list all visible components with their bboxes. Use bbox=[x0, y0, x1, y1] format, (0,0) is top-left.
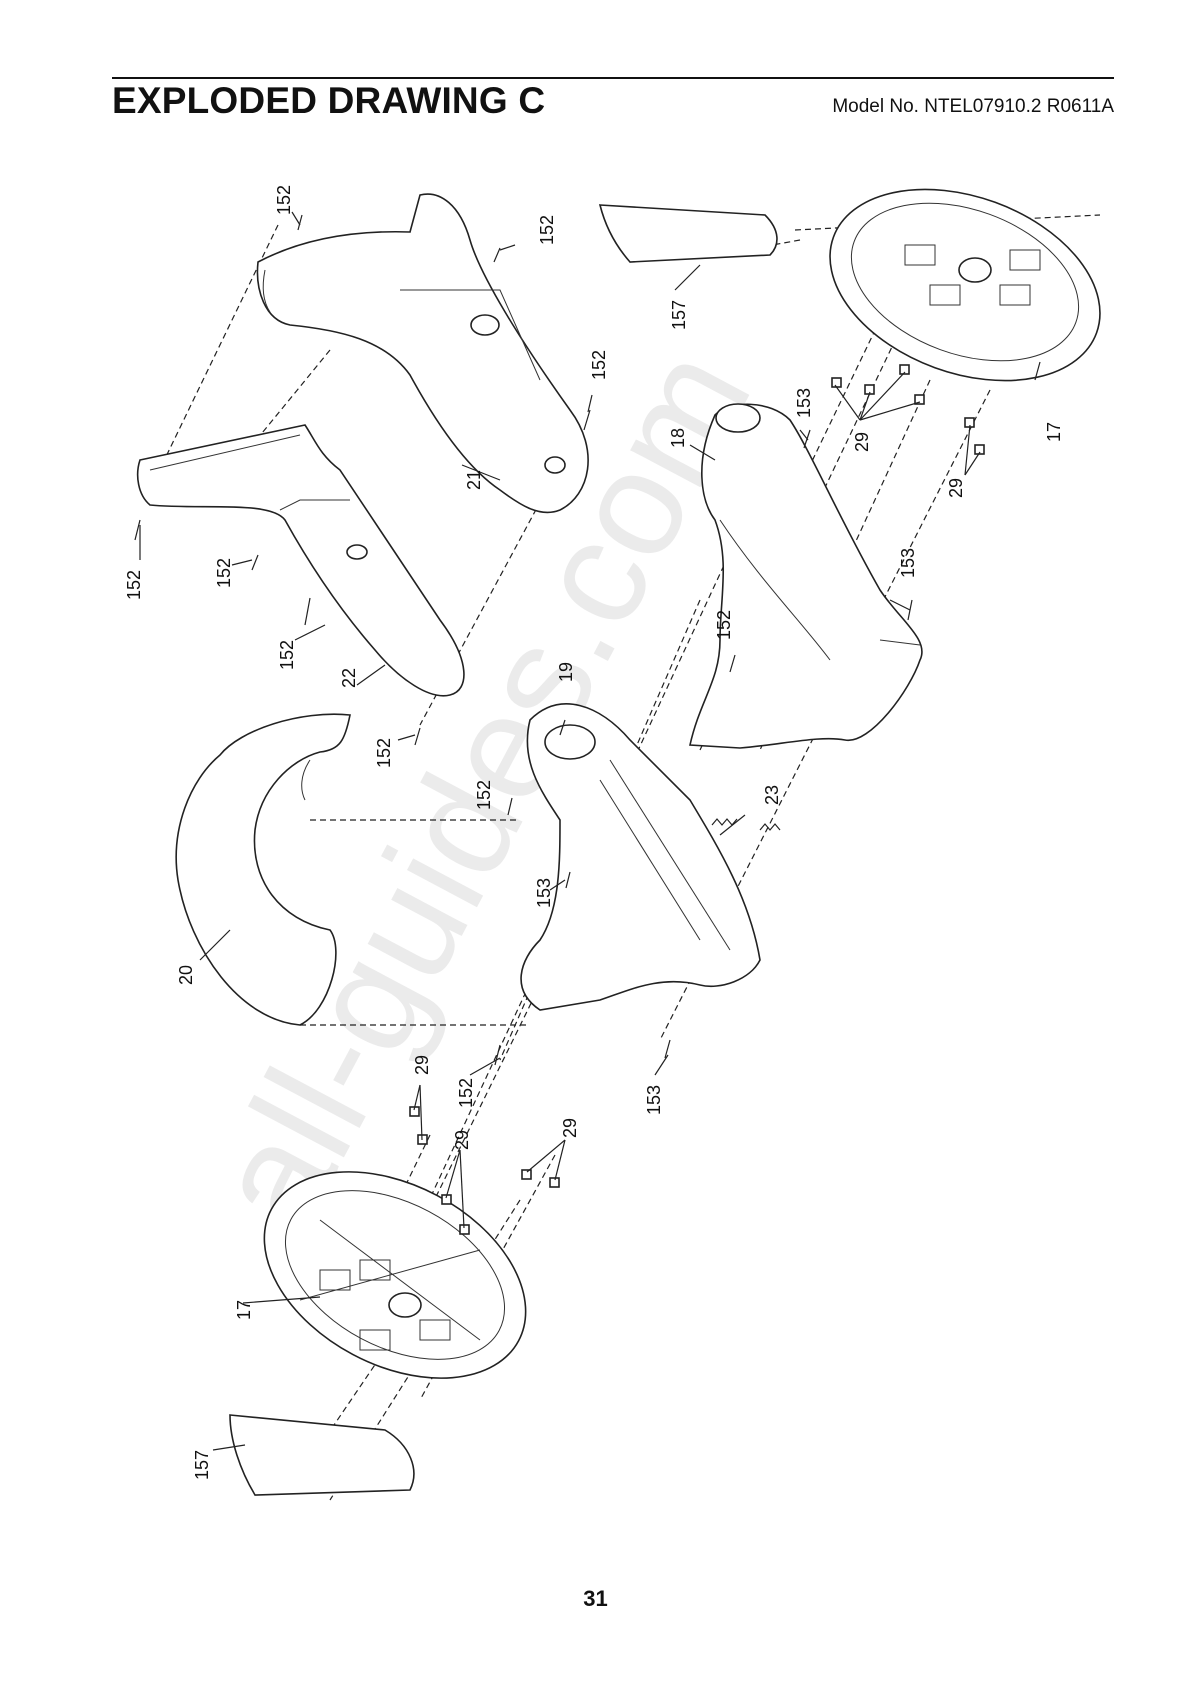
callout-29: 29 bbox=[452, 1130, 472, 1150]
callout-157: 157 bbox=[669, 300, 689, 330]
callout-22: 22 bbox=[339, 668, 359, 688]
callout-29: 29 bbox=[560, 1118, 580, 1138]
page-number: 31 bbox=[0, 1586, 1191, 1612]
callout-29: 29 bbox=[852, 432, 872, 452]
callout-19: 19 bbox=[556, 662, 576, 682]
callout-152: 152 bbox=[277, 640, 297, 670]
part-157-upper-tray bbox=[600, 205, 777, 262]
callout-152: 152 bbox=[124, 570, 144, 600]
callout-17: 17 bbox=[234, 1300, 254, 1320]
part-17-upper-disk bbox=[803, 154, 1126, 415]
part-22-lower-shroud bbox=[138, 425, 464, 696]
callout-23: 23 bbox=[762, 785, 782, 805]
callout-17: 17 bbox=[1044, 422, 1064, 442]
callout-152: 152 bbox=[714, 610, 734, 640]
callout-21: 21 bbox=[464, 470, 484, 490]
callout-18: 18 bbox=[668, 428, 688, 448]
part-19-middle-shroud bbox=[521, 704, 760, 1010]
callout-20: 20 bbox=[176, 965, 196, 985]
callout-29: 29 bbox=[412, 1055, 432, 1075]
callout-152: 152 bbox=[214, 558, 234, 588]
part-23-springs bbox=[712, 819, 780, 830]
part-20-side-shroud bbox=[176, 714, 350, 1025]
callout-153: 153 bbox=[534, 878, 554, 908]
callout-152: 152 bbox=[589, 350, 609, 380]
callout-152: 152 bbox=[537, 215, 557, 245]
callout-153: 153 bbox=[644, 1085, 664, 1115]
callout-29: 29 bbox=[946, 478, 966, 498]
callout-153: 153 bbox=[898, 548, 918, 578]
callout-152: 152 bbox=[474, 780, 494, 810]
callout-153: 153 bbox=[794, 388, 814, 418]
part-18-upright-shroud bbox=[690, 404, 922, 748]
part-157-lower-tray bbox=[230, 1415, 414, 1495]
callout-152: 152 bbox=[456, 1078, 476, 1108]
callout-157: 157 bbox=[192, 1450, 212, 1480]
callout-152: 152 bbox=[374, 738, 394, 768]
callout-152: 152 bbox=[274, 185, 294, 215]
